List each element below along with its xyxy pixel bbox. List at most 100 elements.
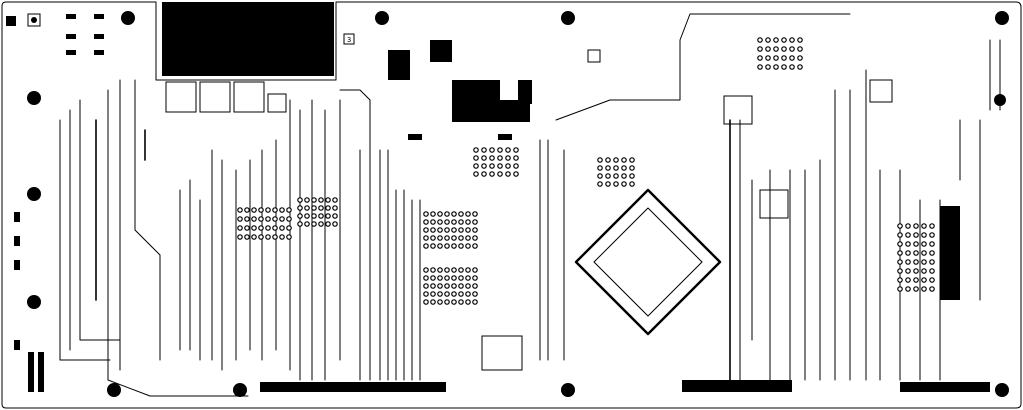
via-icon xyxy=(605,173,611,179)
via-icon xyxy=(757,46,763,52)
via-icon xyxy=(497,163,503,169)
via-icon xyxy=(497,171,503,177)
via-icon xyxy=(311,197,317,203)
via-icon xyxy=(913,241,919,247)
top-center-components xyxy=(388,40,601,140)
via-icon xyxy=(304,205,310,211)
via-icon xyxy=(465,283,471,289)
mounting-hole-icon xyxy=(995,383,1009,397)
via-icon xyxy=(458,275,464,281)
ic-packages xyxy=(165,79,893,371)
via-icon xyxy=(444,227,450,233)
via-icon xyxy=(465,211,471,217)
via-icon xyxy=(897,286,903,292)
via-icon xyxy=(251,234,257,240)
via-icon xyxy=(473,147,479,153)
via-icon xyxy=(258,234,264,240)
via-icon xyxy=(423,227,429,233)
via-icon xyxy=(451,227,457,233)
via-icon xyxy=(905,286,911,292)
via-icon xyxy=(765,46,771,52)
via-icon xyxy=(621,181,627,187)
trace-bundle-left xyxy=(59,79,249,397)
via-icon xyxy=(465,243,471,249)
via-icon xyxy=(318,197,324,203)
via-icon xyxy=(423,243,429,249)
via-icon xyxy=(789,46,795,52)
copper-pour-top xyxy=(162,2,334,76)
via-icon xyxy=(929,286,935,292)
via-icon xyxy=(311,213,317,219)
via-icon xyxy=(472,243,478,249)
via-icon xyxy=(311,221,317,227)
via-icon xyxy=(489,171,495,177)
via-icon xyxy=(781,64,787,70)
via-icon xyxy=(897,223,903,229)
via-icon xyxy=(458,235,464,241)
via-icon xyxy=(423,211,429,217)
via-icon xyxy=(605,165,611,171)
via-icon xyxy=(451,243,457,249)
via-icon xyxy=(279,225,285,231)
via-icon xyxy=(430,211,436,217)
via-icon xyxy=(437,275,443,281)
via-icon xyxy=(325,221,331,227)
via-icon xyxy=(251,216,257,222)
via-icon xyxy=(430,291,436,297)
mounting-hole-icon xyxy=(561,383,575,397)
via-icon xyxy=(929,250,935,256)
mounting-hole-icon xyxy=(375,11,389,25)
via-icon xyxy=(430,235,436,241)
mounting-hole-icon xyxy=(995,11,1009,25)
via-icon xyxy=(258,225,264,231)
via-icon xyxy=(423,299,429,305)
via-icon xyxy=(430,227,436,233)
via-icon xyxy=(921,241,927,247)
via-icon xyxy=(332,205,338,211)
silkscreen-label: 3 xyxy=(347,36,351,44)
top-left-pads xyxy=(66,14,104,55)
via-icon xyxy=(465,219,471,225)
via-icon xyxy=(423,267,429,273)
via-icon xyxy=(304,213,310,219)
via-icon xyxy=(458,291,464,297)
via-icon xyxy=(797,55,803,61)
via-icon xyxy=(444,291,450,297)
via-icon xyxy=(621,157,627,163)
via-icon xyxy=(472,283,478,289)
via-icon xyxy=(921,259,927,265)
via-icon xyxy=(505,163,511,169)
via-icon xyxy=(597,157,603,163)
via-icon xyxy=(297,197,303,203)
via-icon xyxy=(423,283,429,289)
via-icon xyxy=(286,225,292,231)
via-icon xyxy=(437,219,443,225)
mounting-hole-icon xyxy=(233,383,247,397)
via-icon xyxy=(465,235,471,241)
via-icon xyxy=(513,155,519,161)
via-icon xyxy=(458,227,464,233)
via-icon xyxy=(458,211,464,217)
via-icon xyxy=(458,243,464,249)
via-icon xyxy=(929,223,935,229)
via-icon xyxy=(279,207,285,213)
mounting-hole-icon xyxy=(561,11,575,25)
via-icon xyxy=(905,277,911,283)
via-icon xyxy=(765,64,771,70)
via-icon xyxy=(444,235,450,241)
via-icon xyxy=(272,234,278,240)
via-icon xyxy=(465,291,471,297)
fiducial-icon xyxy=(27,13,41,27)
via-icon xyxy=(444,275,450,281)
via-icon xyxy=(437,283,443,289)
via-icon xyxy=(244,234,250,240)
via-icon xyxy=(318,221,324,227)
silkscreen-label-frame xyxy=(343,33,355,45)
via-icon xyxy=(472,227,478,233)
ic-footprint-icon xyxy=(574,188,722,336)
via-icon xyxy=(437,227,443,233)
via-icon xyxy=(629,165,635,171)
fiducial-icon xyxy=(6,16,16,26)
via-icon xyxy=(929,259,935,265)
trace-bundle-right-center xyxy=(539,13,867,381)
